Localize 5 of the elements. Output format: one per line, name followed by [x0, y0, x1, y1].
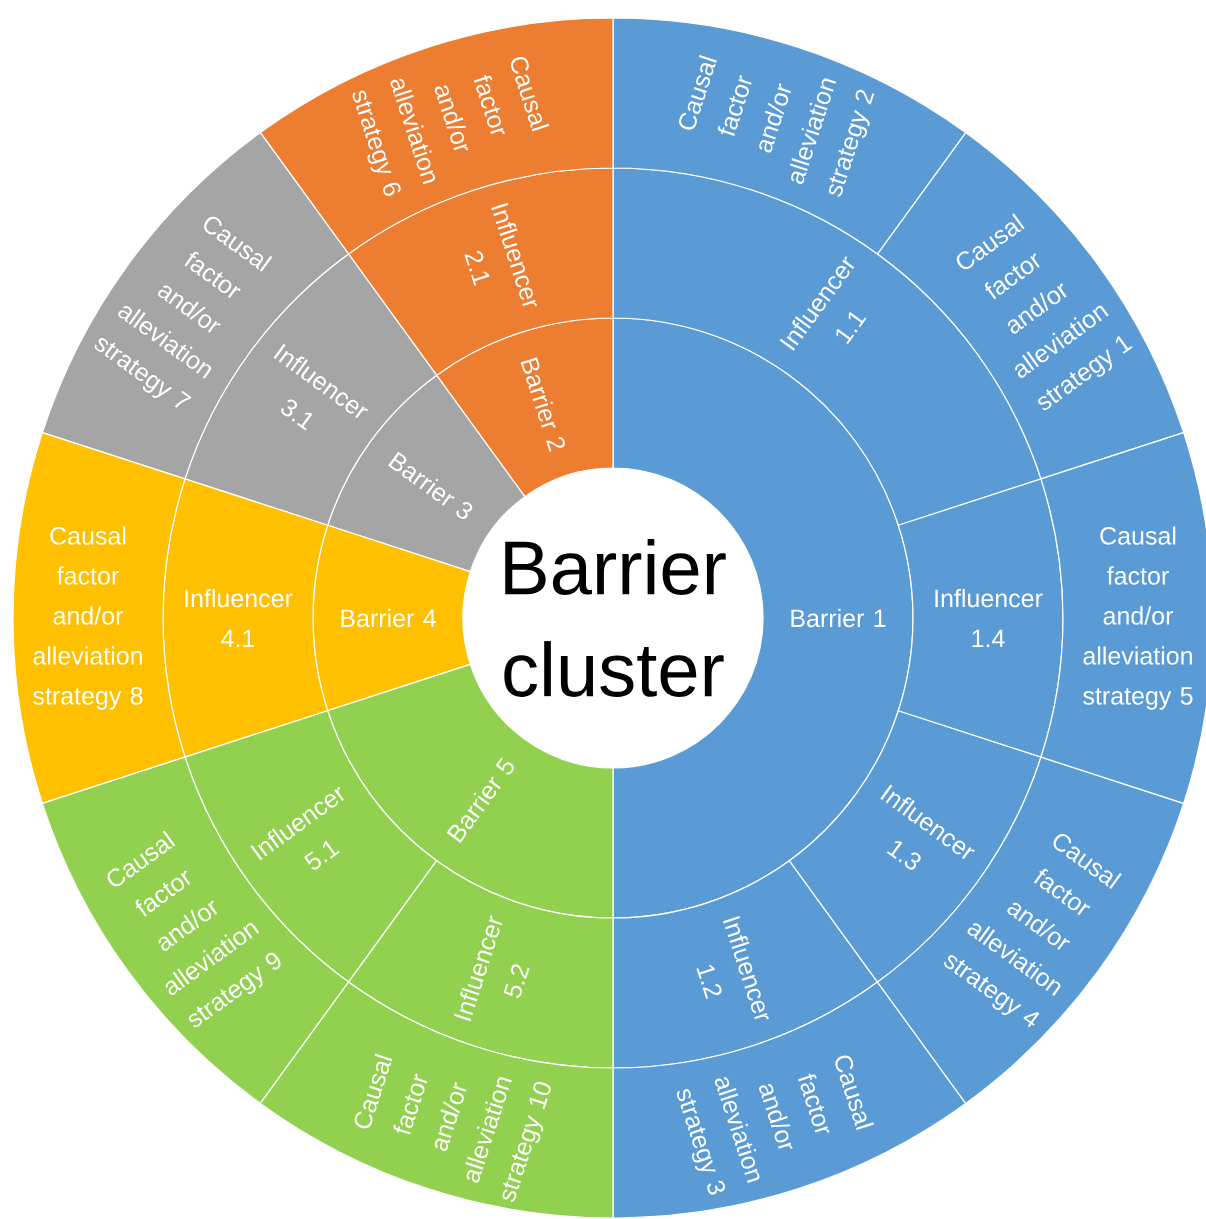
sunburst-segment: Influencer 4.1 — [162, 478, 329, 758]
sunburst-segment: Causal factor and/or alleviation strategy 8 — [12, 431, 186, 804]
sunburst-segment: Influencer 1.4 — [897, 478, 1064, 758]
node-label: Causal factor and/or alleviation strategy 5 — [1083, 526, 1193, 710]
sunburst-segment: Barrier 4 — [312, 524, 471, 712]
